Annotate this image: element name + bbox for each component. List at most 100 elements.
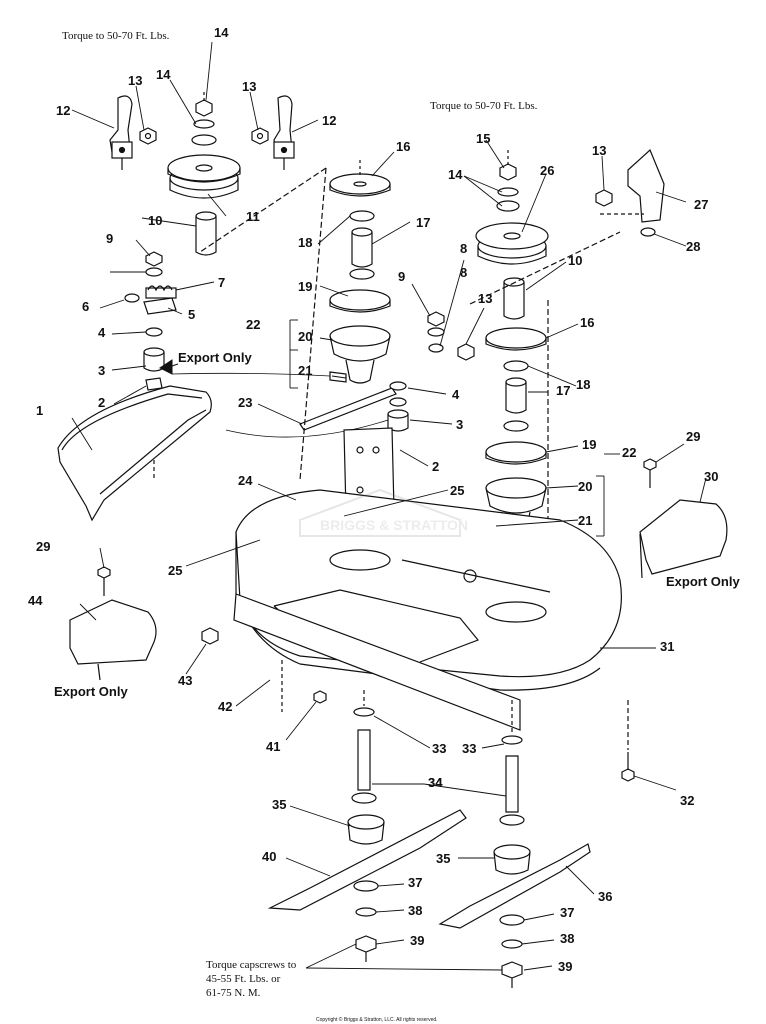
callout-number: 14 — [214, 25, 229, 40]
belt-guard-1 — [57, 385, 212, 522]
baffle-42 — [233, 593, 521, 731]
callout-number: 22 — [622, 445, 637, 460]
callout-number: 37 — [408, 875, 423, 890]
adapter-35-right — [493, 844, 531, 875]
blade-36 — [438, 843, 591, 929]
guard-30 — [639, 499, 728, 579]
callout-number: 37 — [560, 905, 575, 920]
torque-note-bottom: Torque capscrews to 45-55 Ft. Lbs. or 61… — [206, 958, 296, 1000]
washer-37-left — [353, 880, 379, 892]
callout-number: 16 — [580, 315, 595, 330]
callout-number: 39 — [410, 933, 425, 948]
callout-number: 41 — [266, 739, 281, 754]
nut-13-right — [251, 127, 269, 145]
callout-number: 22 — [246, 317, 261, 332]
callout-number: 29 — [36, 539, 51, 554]
svg-text:BRIGGS & STRATTON: BRIGGS & STRATTON — [320, 517, 468, 533]
callout-number: 6 — [82, 299, 90, 314]
callout-number: 2 — [432, 459, 440, 474]
callout-number: 13 — [592, 143, 607, 158]
plate-19-right — [485, 441, 547, 465]
torque-note-top-right: Torque to 50-70 Ft. Lbs. — [430, 100, 538, 112]
callout-number: 21 — [578, 513, 593, 528]
callout-number: 18 — [298, 235, 313, 250]
spindle-housing-16-upper — [329, 173, 391, 197]
pulley-11 — [167, 154, 241, 199]
washer-33-left — [353, 707, 375, 717]
callout-number: 40 — [262, 849, 277, 864]
callout-number: 20 — [298, 329, 313, 344]
guard-44 — [69, 599, 157, 681]
bolt-41 — [313, 690, 327, 704]
callout-number: 27 — [694, 197, 709, 212]
nut-13-mid — [457, 343, 475, 361]
callout-number: 19 — [298, 279, 313, 294]
washer-38-left — [355, 907, 377, 917]
callout-number: 13 — [128, 73, 143, 88]
spacer-10-left — [195, 211, 217, 256]
callout-number: 10 — [568, 253, 583, 268]
callout-number: 4 — [98, 325, 106, 340]
callout-number: 13 — [242, 79, 257, 94]
callout-number: 25 — [168, 563, 183, 578]
callout-number: 43 — [178, 673, 193, 688]
callout-number: 8 — [460, 265, 468, 280]
idler-bracket-right — [273, 95, 295, 170]
callout-number: 33 — [432, 741, 447, 756]
guard-27 — [627, 148, 665, 223]
shaft-34-left — [351, 729, 377, 804]
adapter-35-left — [347, 814, 385, 845]
torque-note-line-2: 45-55 Ft. Lbs. or — [206, 973, 281, 985]
nut-43 — [201, 627, 219, 645]
spring-7 — [145, 285, 177, 299]
callout-number: 30 — [704, 469, 719, 484]
blade-40 — [267, 809, 467, 911]
callout-number: 38 — [560, 931, 575, 946]
callout-number: 7 — [218, 275, 226, 290]
callout-number: 18 — [576, 377, 591, 392]
callout-number: 12 — [56, 103, 71, 118]
plate-19-upper — [329, 289, 391, 313]
nut-9-mid — [427, 311, 445, 327]
callout-number: 34 — [428, 775, 443, 790]
copyright-notice: Copyright © Briggs & Stratton, LLC. All … — [316, 1017, 438, 1023]
callout-number: 34 — [428, 775, 443, 790]
callout-number: 17 — [556, 383, 571, 398]
nut-14-top — [195, 99, 213, 117]
spindle-housing-16-right — [485, 327, 547, 351]
torque-note-top-left: Torque to 50-70 Ft. Lbs. — [62, 30, 170, 42]
washer-33-right — [501, 735, 523, 745]
callout-number: 24 — [238, 473, 253, 488]
callout-number: 15 — [476, 131, 491, 146]
callout-number: 14 — [448, 167, 463, 182]
callout-number: 16 — [396, 139, 411, 154]
bolt-29-left — [97, 566, 111, 596]
callout-number: 1 — [36, 403, 44, 418]
callout-number: 35 — [272, 797, 287, 812]
export-only-label: Export Only — [178, 350, 252, 365]
callout-number: 25 — [450, 483, 465, 498]
bolt-29-right — [643, 458, 657, 488]
callout-number: 13 — [478, 291, 493, 306]
nut-13-far-right — [595, 189, 613, 207]
torque-note-line-1: Torque capscrews to — [206, 959, 297, 971]
callout-number: 8 — [460, 241, 468, 256]
callout-number: 42 — [218, 699, 233, 714]
export-only-label: Export Only — [666, 574, 740, 589]
pulley-26 — [475, 222, 549, 265]
bolt-32 — [621, 752, 635, 782]
callout-number: 9 — [398, 269, 406, 284]
callout-number: 26 — [540, 163, 555, 178]
callout-number: 9 — [106, 231, 114, 246]
callout-number: 20 — [578, 479, 593, 494]
callout-number: 3 — [456, 417, 464, 432]
callout-number: 31 — [660, 639, 675, 654]
plate-5 — [143, 297, 177, 315]
callout-number: 3 — [98, 363, 106, 378]
callout-number: 39 — [558, 959, 573, 974]
callout-number: 12 — [322, 113, 337, 128]
callout-number: 29 — [686, 429, 701, 444]
watermark-logo: BRIGGS & STRATTON — [299, 488, 468, 537]
housing-20-upper — [329, 325, 391, 384]
